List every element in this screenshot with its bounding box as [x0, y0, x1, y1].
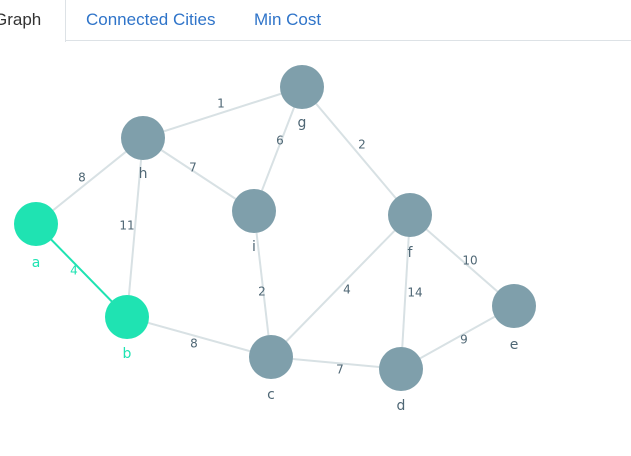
node-label-f: f [408, 245, 414, 261]
node-circle-i[interactable] [232, 189, 276, 233]
node-label-i: i [252, 239, 256, 255]
node-f[interactable]: f [388, 193, 432, 261]
node-c[interactable]: c [249, 335, 293, 403]
edge-weight-c-f: 4 [343, 283, 351, 297]
node-label-h: h [139, 166, 148, 182]
edge-weight-h-b: 11 [119, 219, 134, 233]
node-label-a: a [32, 255, 41, 271]
edge-weight-a-b: 4 [70, 264, 78, 278]
node-label-g: g [298, 115, 307, 131]
node-circle-b[interactable] [105, 295, 149, 339]
edge-h-g [142, 86, 303, 139]
nodes-layer: a b c d e f g h i [14, 65, 536, 414]
edge-weight-g-f: 2 [358, 138, 366, 152]
edge-weight-b-c: 8 [190, 337, 198, 351]
edge-weight-i-c: 2 [258, 285, 266, 299]
node-a[interactable]: a [14, 202, 58, 271]
tab-connected-cities[interactable]: Connected Cities [86, 10, 216, 29]
edge-weight-h-i: 7 [189, 161, 197, 175]
node-b[interactable]: b [105, 295, 149, 362]
edge-g-f [301, 86, 411, 216]
edge-f-d [400, 214, 411, 370]
node-label-b: b [123, 346, 132, 362]
node-circle-g[interactable] [280, 65, 324, 109]
node-circle-f[interactable] [388, 193, 432, 237]
edge-weight-c-d: 7 [336, 363, 344, 377]
tab-min-cost[interactable]: Min Cost [254, 10, 322, 29]
node-label-d: d [397, 398, 406, 414]
edge-a-h [35, 137, 144, 225]
edge-g-i [253, 86, 303, 212]
node-label-e: e [510, 337, 519, 353]
node-d[interactable]: d [379, 347, 423, 414]
node-circle-d[interactable] [379, 347, 423, 391]
node-label-c: c [267, 387, 275, 403]
node-i[interactable]: i [232, 189, 276, 255]
edge-f-e [409, 214, 515, 307]
edge-weight-f-d: 14 [407, 286, 422, 300]
edge-weight-g-i: 6 [276, 134, 284, 148]
tab-graph[interactable]: Graph [0, 0, 66, 42]
edge-h-i [142, 137, 255, 212]
node-circle-c[interactable] [249, 335, 293, 379]
edge-b-c [126, 316, 272, 358]
edge-weight-a-h: 8 [78, 171, 86, 185]
node-circle-e[interactable] [492, 284, 536, 328]
node-h[interactable]: h [121, 116, 165, 182]
node-circle-a[interactable] [14, 202, 58, 246]
edge-h-b [126, 137, 144, 318]
node-e[interactable]: e [492, 284, 536, 353]
edge-weight-h-g: 1 [217, 97, 225, 111]
edge-c-f [270, 214, 411, 358]
edge-weight-d-e: 9 [460, 333, 468, 347]
edge-weight-f-e: 10 [462, 254, 477, 268]
tab-bar: Graph Connected Cities Min Cost [0, 0, 631, 42]
node-circle-h[interactable] [121, 116, 165, 160]
node-g[interactable]: g [280, 65, 324, 131]
edge-i-c [253, 210, 272, 358]
